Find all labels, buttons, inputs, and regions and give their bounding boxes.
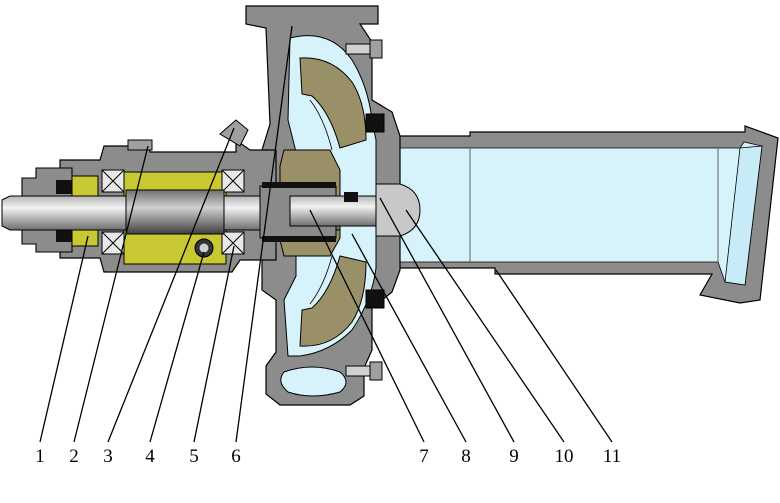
leader-10	[405, 209, 565, 443]
shaft	[1, 182, 397, 242]
leader-2	[73, 145, 149, 443]
callout-1: 1	[35, 446, 45, 467]
callout-5: 5	[189, 446, 199, 467]
leader-5	[193, 245, 235, 443]
bolt-top	[345, 39, 383, 59]
callout-4: 4	[145, 446, 155, 467]
callout-6: 6	[231, 446, 241, 467]
leader-1	[39, 235, 89, 443]
callout-3: 3	[103, 446, 113, 467]
seal-ring-top	[365, 113, 385, 133]
callout-7: 7	[419, 446, 429, 467]
suction-pipe	[377, 125, 779, 304]
leader-8	[351, 233, 467, 443]
leader-3	[107, 127, 235, 443]
leader-lines	[39, 25, 613, 443]
impeller-nut	[375, 183, 421, 237]
callout-labels: 1 2 3 4 5 6 7 8 9 10 11	[35, 446, 621, 467]
leader-11	[495, 269, 613, 443]
leader-4	[149, 251, 205, 443]
bearing-left	[101, 169, 125, 255]
bolt-bottom	[345, 361, 383, 381]
callout-8: 8	[461, 446, 471, 467]
seal-ring-bottom	[365, 289, 385, 309]
callout-11: 11	[603, 446, 621, 467]
leader-9	[379, 197, 515, 443]
leader-7	[309, 209, 425, 443]
callout-9: 9	[509, 446, 519, 467]
callout-2: 2	[69, 446, 79, 467]
bearing-right	[221, 169, 245, 255]
leader-6	[235, 25, 293, 443]
callout-10: 10	[555, 446, 574, 467]
